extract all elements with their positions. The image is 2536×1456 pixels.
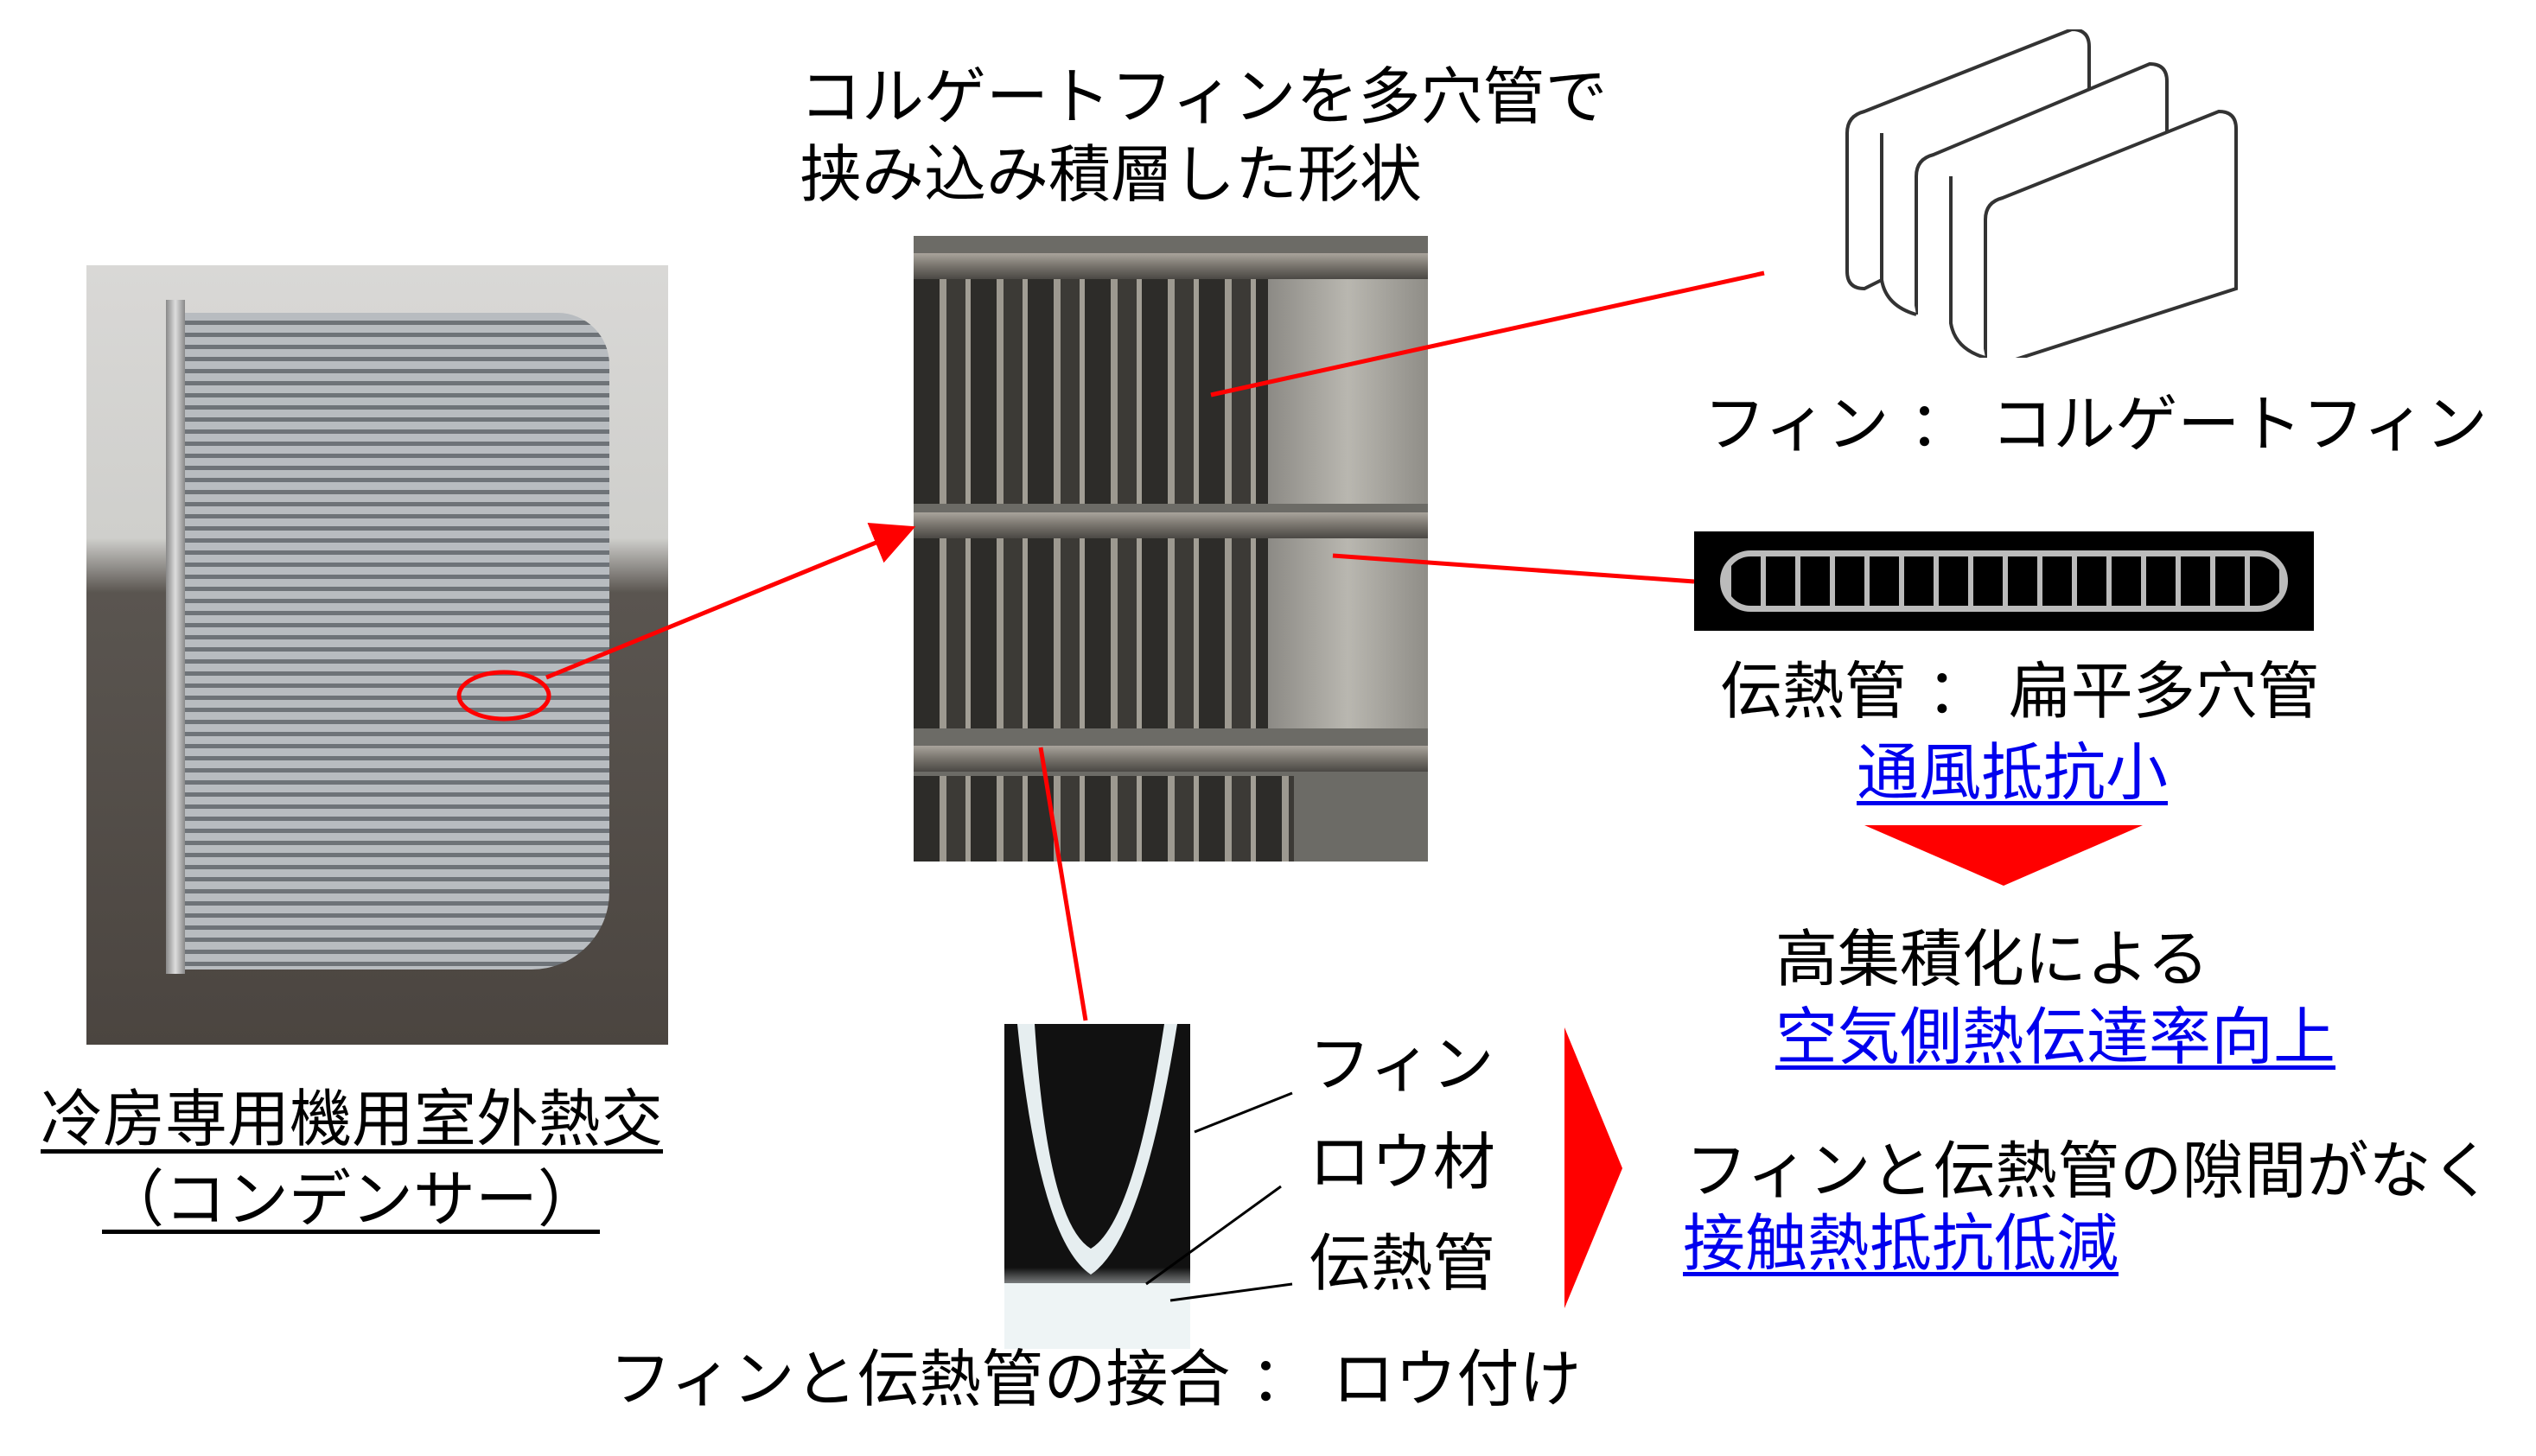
fin-pointer xyxy=(1194,1091,1293,1134)
down-arrow-icon xyxy=(1864,825,2143,886)
condenser-coil xyxy=(177,313,609,970)
integration-benefit-link[interactable]: 空気側熱伝達率向上 xyxy=(1775,1001,2336,1073)
integration-text: 高集積化による xyxy=(1775,923,2209,995)
braze-cross-section-image xyxy=(1004,1024,1190,1349)
condenser-photo xyxy=(86,265,668,1045)
joint-benefit-link[interactable]: 接触熱抵抗低減 xyxy=(1683,1207,2119,1280)
joint-label: フィンと伝熱管の接合 ： ロウ付け xyxy=(609,1343,1582,1415)
tube-label: 伝熱管 ： 扁平多穴管 xyxy=(1720,655,2320,728)
tube-cross-section xyxy=(1720,550,2288,612)
stacked-fin-tube-photo xyxy=(914,236,1428,862)
xsec-label-fin: フィン xyxy=(1309,1028,1494,1101)
joint-text: フィンと伝熱管の隙間がなく xyxy=(1685,1135,2494,1207)
right-arrow-icon xyxy=(1564,1027,1622,1308)
title-line2: 挟み込み積層した形状 xyxy=(800,138,1423,211)
xsec-label-tube: 伝熱管 xyxy=(1309,1227,1496,1300)
header-pipe xyxy=(166,300,185,974)
condenser-caption-line2: （コンデンサー） xyxy=(102,1163,601,1236)
fin-label: フィン ： コルゲートフィン xyxy=(1704,388,2488,461)
condenser-caption-line1: 冷房専用機用室外熱交 xyxy=(41,1083,664,1155)
tube-benefit-link[interactable]: 通風抵抗小 xyxy=(1857,736,2169,809)
xsec-label-brazing-material: ロウ材 xyxy=(1309,1126,1496,1198)
corrugated-fin-drawing xyxy=(1845,29,2238,358)
flat-multiport-tube-image xyxy=(1694,531,2314,631)
title-line1: コルゲートフィンを多穴管で xyxy=(800,60,1608,133)
